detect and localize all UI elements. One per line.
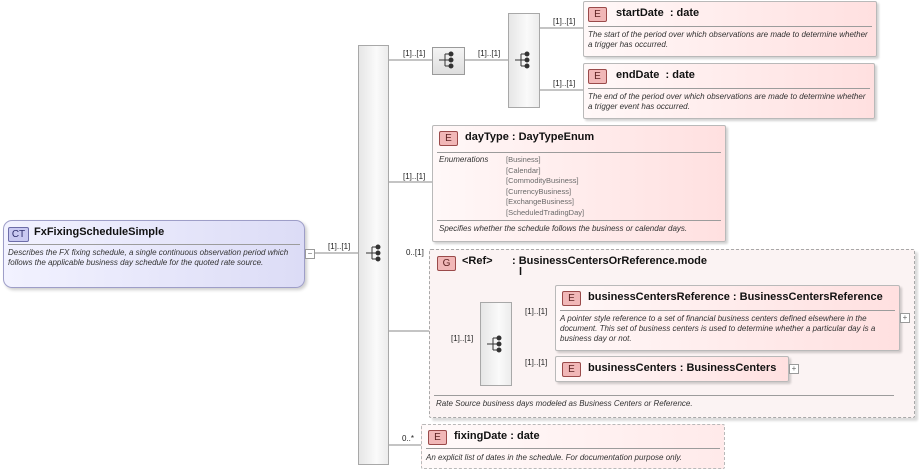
- multiplicity-label: [1]..[1]: [553, 79, 576, 88]
- element-description: The start of the period over which obser…: [588, 30, 868, 49]
- sequence-icon[interactable]: [437, 51, 457, 69]
- enumeration-list: [Business] [Calendar] [CommodityBusiness…: [506, 155, 584, 219]
- element-badge: E: [588, 7, 607, 22]
- element-fixingDate[interactable]: E fixingDate : date An explicit list of …: [421, 424, 725, 469]
- element-badge: E: [562, 291, 581, 306]
- multiplicity-label: [1]..[1]: [451, 334, 474, 343]
- root-description: Describes the FX fixing schedule, a sing…: [8, 248, 289, 267]
- element-name: startDate : date: [616, 7, 700, 19]
- element-businessCenters[interactable]: E businessCenters : BusinessCenters: [555, 356, 789, 382]
- element-dayType[interactable]: E dayType : DayTypeEnum Enumerations [Bu…: [432, 125, 726, 242]
- multiplicity-label: [1]..[1]: [403, 172, 426, 181]
- multiplicity-label: [1]..[1]: [553, 17, 576, 26]
- multiplicity-label: [1]..[1]: [328, 242, 351, 251]
- element-badge: E: [588, 69, 607, 84]
- expand-icon[interactable]: +: [789, 364, 799, 374]
- group-type: : BusinessCentersOrReference.mode: [512, 255, 708, 267]
- main-sequence-bar: [358, 45, 389, 465]
- element-endDate[interactable]: E endDate : date The end of the period o…: [583, 63, 875, 119]
- multiplicity-label: 0..[1]: [406, 248, 424, 257]
- root-complex-type[interactable]: CT FxFixingScheduleSimple Describes the …: [3, 220, 305, 288]
- element-startDate[interactable]: E startDate : date The start of the peri…: [583, 1, 877, 57]
- group-type-wrap: l: [519, 266, 523, 278]
- complex-type-badge: CT: [8, 227, 29, 242]
- enum-value: [CommodityBusiness]: [506, 176, 579, 186]
- divider: [437, 220, 721, 221]
- expand-icon[interactable]: +: [900, 313, 910, 323]
- divider: [560, 310, 895, 311]
- enum-value: [ScheduledTradingDay]: [506, 207, 585, 217]
- element-description: Specifies whether the schedule follows t…: [439, 224, 688, 233]
- inner-sequence-box: [432, 47, 465, 75]
- multiplicity-label: [1]..[1]: [478, 49, 501, 58]
- enum-value: [ExchangeBusiness]: [506, 197, 574, 207]
- divider: [426, 448, 720, 449]
- element-badge: E: [562, 362, 581, 377]
- group-ref-name: <Ref>: [462, 255, 493, 267]
- element-businessCentersReference[interactable]: E businessCentersReference : BusinessCen…: [555, 285, 900, 351]
- element-name: endDate : date: [616, 69, 695, 81]
- enum-value: [Business]: [506, 155, 541, 164]
- divider: [434, 395, 894, 396]
- multiplicity-label: [1]..[1]: [525, 358, 548, 367]
- sequence-icon[interactable]: [364, 244, 384, 262]
- element-name: businessCentersReference : BusinessCente…: [588, 291, 883, 303]
- sequence-icon[interactable]: [485, 335, 505, 353]
- enum-value: [CurrencyBusiness]: [506, 186, 572, 196]
- multiplicity-label: [1]..[1]: [525, 307, 548, 316]
- enum-value: [Calendar]: [506, 165, 541, 175]
- element-description: The end of the period over which observa…: [588, 92, 866, 111]
- multiplicity-label: 0..*: [402, 434, 415, 443]
- element-name: businessCenters : BusinessCenters: [588, 362, 777, 374]
- divider: [588, 26, 872, 27]
- root-type-name: FxFixingScheduleSimple: [34, 226, 165, 238]
- divider: [8, 244, 300, 245]
- element-description: An explicit list of dates in the schedul…: [426, 453, 682, 462]
- collapse-icon[interactable]: −: [305, 249, 315, 259]
- element-badge: E: [428, 430, 447, 445]
- element-name: dayType : DayTypeEnum: [465, 131, 595, 143]
- group-badge: G: [437, 256, 456, 271]
- sequence-icon[interactable]: [513, 51, 533, 69]
- element-badge: E: [439, 131, 458, 146]
- divider: [437, 152, 721, 153]
- element-description: A pointer style reference to a set of fi…: [560, 314, 876, 343]
- multiplicity-label: [1]..[1]: [403, 49, 426, 58]
- group-description: Rate Source business days modeled as Bus…: [436, 399, 693, 408]
- divider: [588, 88, 870, 89]
- element-name: fixingDate : date: [454, 430, 540, 442]
- enumerations-label: Enumerations: [439, 155, 489, 164]
